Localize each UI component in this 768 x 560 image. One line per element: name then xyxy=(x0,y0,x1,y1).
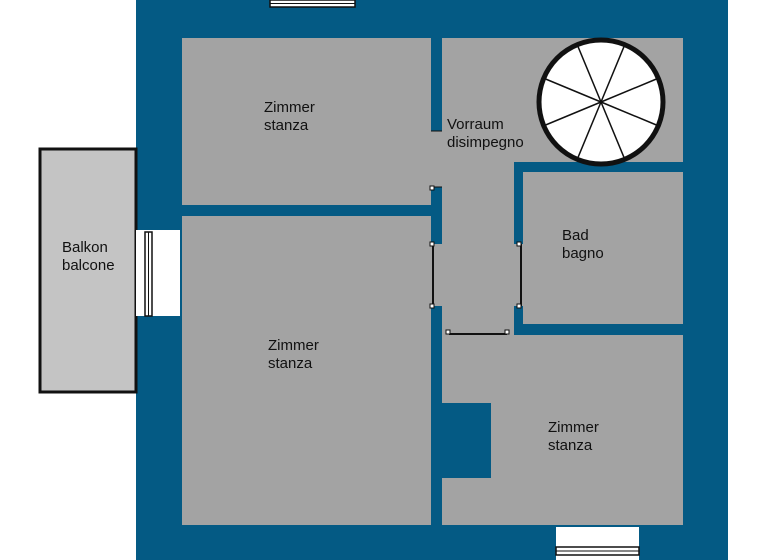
room-bottom-right xyxy=(442,335,683,525)
label-bathroom-line1: Bad xyxy=(562,227,589,244)
door-hallway-room-left xyxy=(431,244,442,306)
label-balcony: Balkon balcone xyxy=(62,239,115,275)
label-room-bottom-right-line2: stanza xyxy=(548,437,593,454)
door-jambs xyxy=(429,185,522,309)
label-room-top-left: Zimmer stanza xyxy=(264,99,315,135)
label-room-bottom-right: Zimmer stanza xyxy=(548,419,599,455)
label-room-top-left-line1: Zimmer xyxy=(264,99,315,116)
label-bathroom: Bad bagno xyxy=(562,227,604,263)
label-balcony-line2: balcone xyxy=(62,257,115,274)
room-left xyxy=(182,216,431,525)
label-room-top-left-line2: stanza xyxy=(264,117,309,134)
door-hallway-bathroom xyxy=(514,244,523,306)
label-balcony-line1: Balkon xyxy=(62,239,108,256)
door-hallway-room-bottom-right xyxy=(445,329,510,335)
label-hallway-line1: Vorraum xyxy=(447,116,504,133)
label-room-bottom-right-line1: Zimmer xyxy=(548,419,599,436)
stair-step xyxy=(600,101,625,158)
label-room-left: Zimmer stanza xyxy=(268,337,319,373)
window-balcony-door xyxy=(136,230,180,317)
stair-step xyxy=(577,46,602,103)
stair-step xyxy=(600,101,657,126)
label-room-left-line1: Zimmer xyxy=(268,337,319,354)
label-hallway: Vorraum disimpegno xyxy=(447,116,524,152)
label-bathroom-line2: bagno xyxy=(562,245,604,262)
bathroom xyxy=(523,172,683,324)
stair-step xyxy=(600,78,657,103)
stair-step xyxy=(600,46,625,103)
stair-step xyxy=(545,101,602,126)
stair-step xyxy=(577,101,602,158)
label-hallway-line2: disimpegno xyxy=(447,134,524,151)
window-top xyxy=(269,0,356,8)
spiral-staircase xyxy=(536,37,666,167)
stair-steps xyxy=(545,46,657,158)
label-room-left-line2: stanza xyxy=(268,355,313,372)
window-bottom xyxy=(555,527,640,560)
balcony xyxy=(38,147,138,394)
stair-step xyxy=(545,78,602,103)
door-hallway-room-top-left xyxy=(431,130,442,188)
room-top-left xyxy=(182,38,431,205)
